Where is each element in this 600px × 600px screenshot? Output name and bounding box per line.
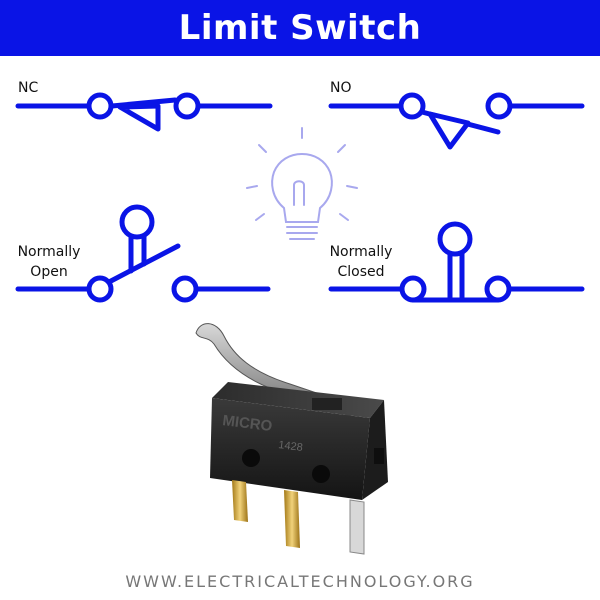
normally-open-symbol bbox=[15, 204, 271, 303]
no-symbol bbox=[328, 92, 585, 150]
normally-open-line2: Open bbox=[30, 264, 68, 280]
normally-closed-line1: Normally bbox=[329, 244, 393, 260]
device-brand-text: MICRO bbox=[222, 412, 274, 435]
normally-closed-symbol bbox=[328, 221, 585, 303]
title-bar: Limit Switch bbox=[0, 0, 600, 56]
normally-open-label: Normally Open bbox=[14, 242, 84, 282]
normally-closed-line2: Closed bbox=[337, 264, 385, 280]
page-title: Limit Switch bbox=[178, 8, 422, 48]
micro-switch-image bbox=[195, 323, 388, 555]
nc-symbol bbox=[15, 92, 273, 132]
nc-label: NC bbox=[18, 80, 39, 96]
normally-closed-label: Normally Closed bbox=[326, 242, 396, 282]
normally-open-line1: Normally bbox=[17, 244, 81, 260]
no-label: NO bbox=[330, 80, 352, 96]
device-model-text: 1428 bbox=[278, 439, 304, 454]
lightbulb-icon bbox=[246, 127, 358, 240]
footer-url: WWW.ELECTRICALTECHNOLOGY.ORG bbox=[125, 572, 475, 591]
